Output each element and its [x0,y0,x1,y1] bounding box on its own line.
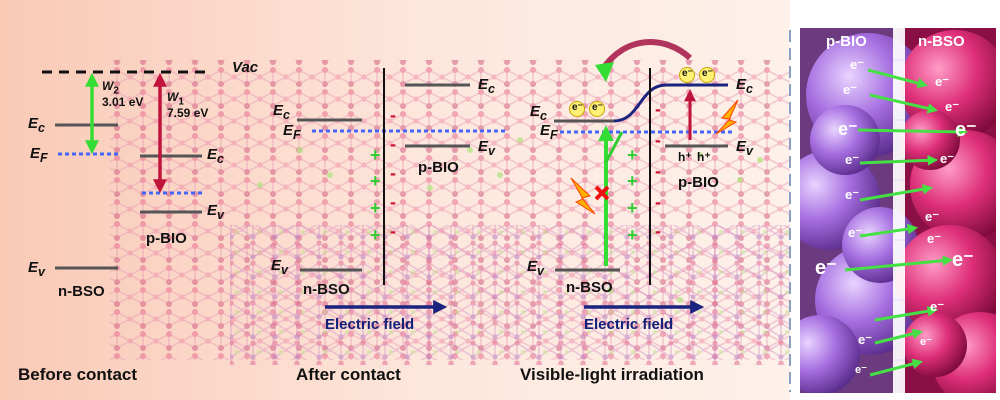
negative-charge: - [655,130,661,150]
vacuum-level-label: Vac [232,59,259,76]
irr-bso-conduction-label: Ec [530,103,547,123]
stage-after-contact: After contact [296,365,401,384]
electron-label: e⁻ [845,152,860,167]
after-bio-material-label: p-BIO [418,159,459,176]
electron-label: e⁻ [838,119,858,139]
bso-fermi-level-label: EF [30,145,48,165]
bso-valence-band-label: Ev [28,259,45,279]
positive-charge: + [370,198,381,218]
negative-charge: - [390,192,396,212]
after-bso-valence-label: Ev [271,257,288,277]
irr-bio-conduction-label: Ec [736,76,753,96]
electron-label: e⁻ [935,74,950,89]
irr-bio-valence-label: Ev [736,138,753,158]
negative-charge: - [655,161,661,181]
electron-label: e⁻ [930,299,945,314]
negative-charge: - [655,192,661,212]
irr-bso-valence-label: Ev [527,258,544,278]
negative-charge: - [390,221,396,241]
electron-label: e⁻ [843,82,858,97]
after-bio-valence-label: Ev [478,138,495,158]
bio-material-label: p-BIO [146,230,187,247]
hole-label: h⁺ [697,150,711,164]
electron-label: e⁻ [955,119,977,141]
negative-charge: - [655,221,661,241]
positive-charge: + [627,171,638,191]
positive-charge: + [627,225,638,245]
irr-bio-material-label: p-BIO [678,174,719,191]
positive-charge: + [370,225,381,245]
electron-label: e⁻ [848,225,863,240]
electron-label: e⁻ [940,151,955,166]
irr-fermi-level-label: EF [540,122,558,142]
positive-charge: + [627,145,638,165]
electric-field-label: Electric field [584,316,674,333]
negative-charge: - [390,134,396,154]
after-bso-conduction-label: Ec [273,102,290,122]
electron-label: e⁻ [927,231,942,246]
electron-label: e⁻ [945,99,960,114]
electron-label: e⁻ [592,102,603,113]
electron-label: e⁻ [845,187,860,202]
electron-label: e⁻ [850,57,865,72]
electron-label: e⁻ [925,209,940,224]
electron-label: e⁻ [682,68,693,79]
bio-conduction-band-label: Ec [207,146,224,166]
hole-label: h⁺ [678,150,692,164]
electron-label: e⁻ [702,68,713,79]
negative-charge: - [390,105,396,125]
interface-bso-label: n-BSO [918,33,965,50]
electron-label: e⁻ [572,102,583,113]
negative-charge: - [390,163,396,183]
stage-visible-light: Visible-light irradiation [520,365,704,384]
bso-material-label: n-BSO [58,283,105,300]
interface-bio-label: p-BIO [826,33,867,50]
electron-label: e⁻ [855,364,867,376]
stage-before-contact: Before contact [18,365,138,384]
after-bio-conduction-label: Ec [478,76,495,96]
positive-charge: + [370,145,381,165]
negative-charge: - [655,99,661,119]
positive-charge: + [627,198,638,218]
after-bso-material-label: n-BSO [303,281,350,298]
bio-valence-band-label: Ev [207,202,224,222]
electron-label: e⁻ [815,257,837,279]
irr-bso-material-label: n-BSO [566,279,613,296]
electric-field-label: Electric field [325,316,415,333]
positive-charge: + [370,171,381,191]
electron-label: e⁻ [858,332,873,347]
electron-label: e⁻ [952,249,974,271]
electron-label: e⁻ [920,336,932,348]
after-fermi-level-label: EF [283,122,301,142]
bso-conduction-band-label: Ec [28,115,45,135]
